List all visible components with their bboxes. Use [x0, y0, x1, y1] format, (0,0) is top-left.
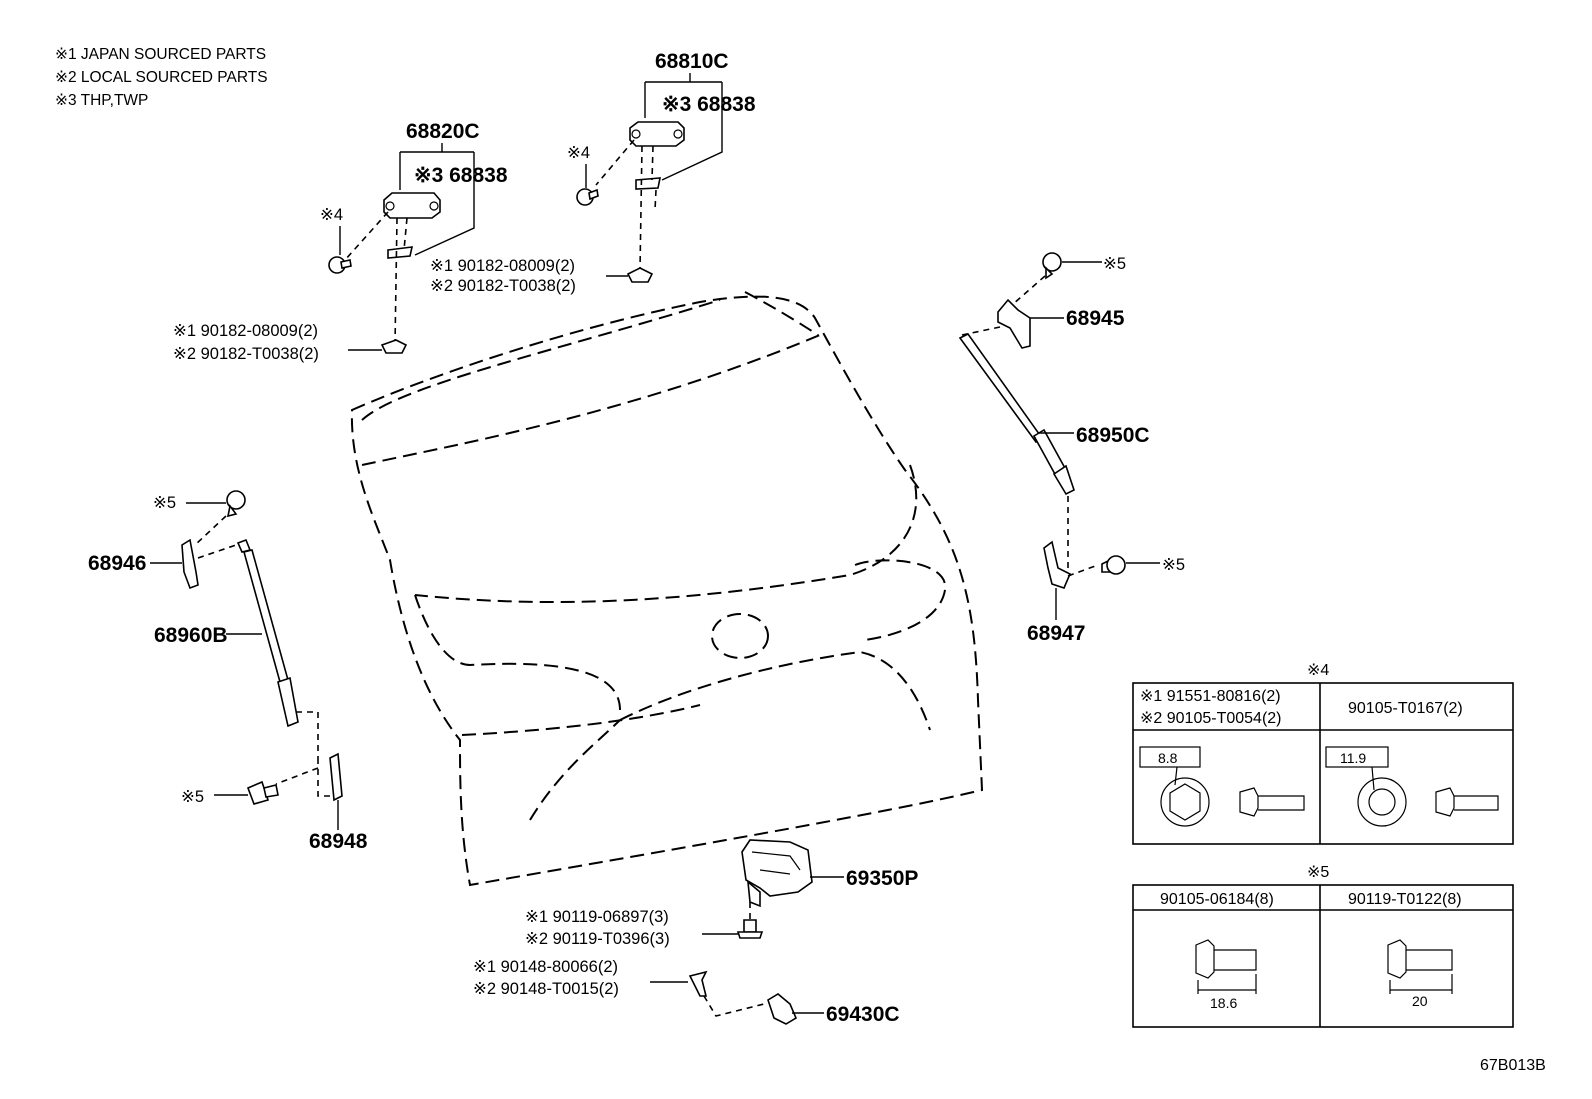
note-4-b: ※4 — [567, 144, 590, 162]
part-68838-a: ※3 68838 — [414, 164, 508, 187]
back-door-outline — [350, 291, 984, 887]
clip-assembly: ※1 90148-80066(2) ※2 90148-T0015(2) 6943… — [473, 958, 900, 1026]
part-68810c: 68810C — [655, 50, 729, 73]
left-stay-assembly: ※5 68946 68960B ※5 68948 — [88, 490, 368, 853]
table-4-title: ※4 — [1307, 662, 1329, 679]
table-4-col1-size: 8.8 — [1158, 750, 1178, 766]
table-4-col1-line1: ※1 91551-80816(2) — [1140, 688, 1281, 705]
part-68820c: 68820C — [406, 120, 480, 143]
ref-lock-2: ※2 90119-T0396(3) — [525, 930, 670, 948]
table-5-col1-length: 18.6 — [1210, 995, 1237, 1011]
lock-assembly: 69350P ※1 90119-06897(3) ※2 90119-T0396(… — [525, 839, 918, 948]
right-stay-assembly: ※5 68945 68950C ※5 68947 — [958, 252, 1185, 645]
ref-upper-2: ※2 90182-T0038(2) — [430, 277, 576, 295]
part-69430c: 69430C — [826, 1003, 900, 1026]
ref-upper-1: ※1 90182-08009(2) — [430, 257, 575, 275]
part-68946: 68946 — [88, 552, 146, 575]
note-5-right: ※5 — [1162, 556, 1185, 574]
note-5-left: ※5 — [153, 494, 176, 512]
note-5-top-right: ※5 — [1103, 255, 1126, 273]
part-68947: 68947 — [1027, 622, 1085, 645]
part-68950c: 68950C — [1076, 424, 1150, 447]
part-68945: 68945 — [1066, 307, 1125, 330]
hinge-68820c: 68820C ※3 68838 ※4 ※1 90182-08009(2) ※2 … — [173, 120, 508, 363]
legend-line-3: ※3 THP,TWP — [55, 92, 148, 109]
table-note-5: ※5 90105-06184(8) 90119-T0122(8) 18.6 20 — [1132, 864, 1514, 1028]
table-5-col1: 90105-06184(8) — [1160, 891, 1274, 908]
table-4-col1-line2: ※2 90105-T0054(2) — [1140, 710, 1282, 727]
part-68960b: 68960B — [154, 624, 228, 647]
ref-left-1: ※1 90182-08009(2) — [173, 322, 318, 340]
table-note-4: ※4 ※1 91551-80816(2) ※2 90105-T0054(2) 9… — [1132, 662, 1514, 845]
legend-line-2: ※2 LOCAL SOURCED PARTS — [55, 69, 268, 86]
diagram-id: 67B013B — [1480, 1057, 1546, 1074]
ref-lock-1: ※1 90119-06897(3) — [525, 908, 669, 926]
table-5-col2-length: 20 — [1412, 993, 1428, 1009]
hinge-68810c: 68810C ※3 68838 ※4 ※1 90182-08009(2) ※2 … — [430, 50, 756, 295]
part-69350p: 69350P — [846, 867, 918, 890]
ref-clip-2: ※2 90148-T0015(2) — [473, 980, 619, 998]
part-68838-b: ※3 68838 — [662, 93, 756, 116]
legend-line-1: ※1 JAPAN SOURCED PARTS — [55, 46, 266, 63]
table-5-title: ※5 — [1307, 864, 1329, 881]
note-5-bottom-left: ※5 — [181, 788, 204, 806]
ref-left-2: ※2 90182-T0038(2) — [173, 345, 319, 363]
table-4-col2: 90105-T0167(2) — [1348, 700, 1463, 717]
note-4-a: ※4 — [320, 206, 343, 224]
ref-clip-1: ※1 90148-80066(2) — [473, 958, 618, 976]
table-5-col2: 90119-T0122(8) — [1348, 891, 1462, 908]
legend: ※1 JAPAN SOURCED PARTS ※2 LOCAL SOURCED … — [55, 46, 268, 109]
part-68948: 68948 — [309, 830, 368, 853]
table-4-col2-size: 11.9 — [1340, 750, 1366, 766]
